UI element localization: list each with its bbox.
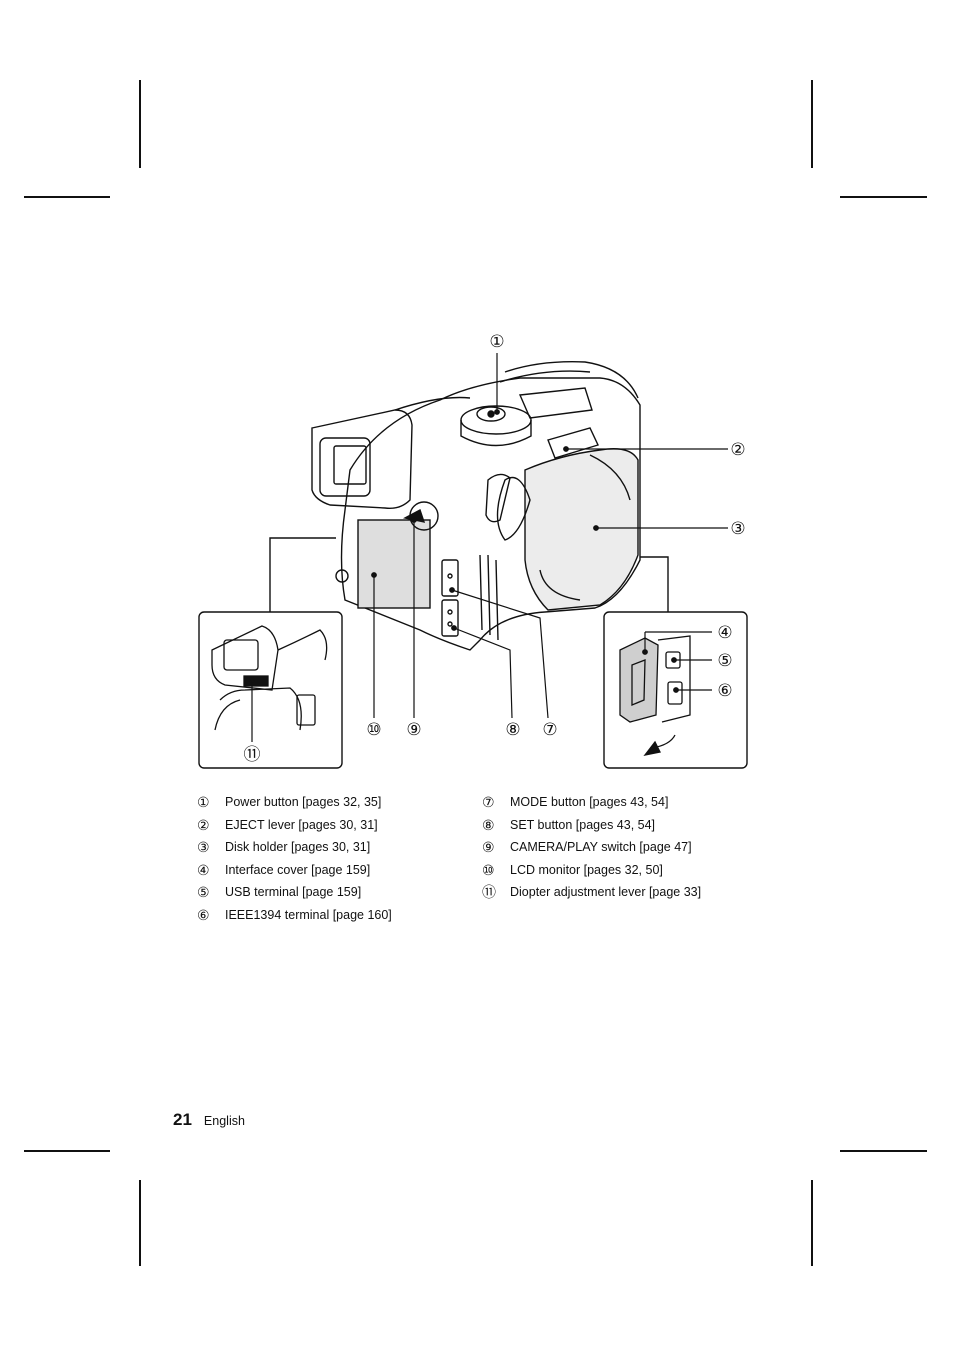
camera-drawing (269, 361, 669, 651)
page-footer: 21 English (173, 1110, 245, 1130)
callout-7: ⑦ (542, 720, 557, 740)
callout-11: ⑪ (244, 745, 261, 765)
callout-9: ⑨ (406, 720, 421, 740)
language-label: English (203, 1114, 245, 1128)
crop-mark (811, 80, 813, 168)
crop-mark (840, 196, 927, 198)
crop-mark (811, 1180, 813, 1266)
diopter-inset-drawing (211, 625, 328, 731)
leader-lines (249, 353, 728, 742)
callout-1: ① (489, 332, 504, 352)
crop-mark (24, 196, 110, 198)
crop-mark (139, 1180, 141, 1266)
callout-3: ③ (730, 519, 745, 539)
crop-mark (840, 1150, 927, 1152)
terminal-inset-drawing (619, 635, 691, 756)
callout-8: ⑧ (505, 720, 520, 740)
page-number: 21 (173, 1110, 192, 1129)
callout-4: ④ (717, 623, 732, 643)
callout-10: ⑩ (366, 720, 381, 740)
callout-labels: ① ② ③ ④ ⑤ ⑥ ⑦ ⑧ ⑨ ⑩ ⑪ (244, 332, 746, 765)
crop-mark (24, 1150, 110, 1152)
callout-2: ② (730, 440, 745, 460)
callout-6: ⑥ (717, 681, 732, 701)
callout-5: ⑤ (717, 651, 732, 671)
crop-mark (139, 80, 141, 168)
